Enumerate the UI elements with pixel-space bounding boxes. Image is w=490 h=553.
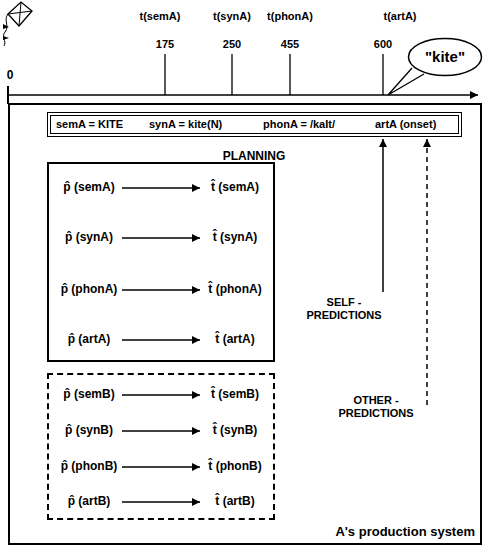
node-text: semA = KITE [56,118,151,131]
timeline-label: 0 [2,68,18,82]
node-text: t̂ (artB) [200,494,270,508]
timeline-label: 600 [358,38,408,51]
planning-box: semA = KITEsynA = kite(N) phonA = /kaIt/a… [47,112,462,137]
self-prediction-arrow [382,139,384,292]
prediction-term: t̂ (synA) [200,228,270,248]
prediction-arrow [122,289,200,291]
node-text: t̂ (synB) [200,423,270,437]
timeline-label: t(semA) [125,10,195,23]
node-text: p̂ (synB) [56,423,122,437]
timeline-tick [231,54,232,95]
prediction-term: t̂ (semB) [200,385,270,405]
node-text: PLANNING [199,149,309,163]
kite-spar [19,2,21,26]
bubble-outline [407,37,483,77]
speech-bubble: "kite" [407,37,483,77]
prediction-term: p̂ (artA) [56,330,122,350]
kite-illustration [3,2,32,46]
prediction-arrow [122,187,200,189]
timeline-tick [164,54,165,95]
node-text: p̂ (phonB) [56,459,122,473]
node-text: artA (onset) [375,118,460,131]
kite-tail [4,14,8,46]
node-text: A's production system [300,524,475,540]
timeline-label: t(artA) [365,10,435,23]
timeline-axis [8,94,478,96]
prediction-term: t̂ (phonA) [200,280,270,300]
prediction-term: p̂ (synA) [56,228,122,248]
timeline-origin [7,86,9,104]
self-prediction-box: p̂ (semA) t̂ (semA) p̂ (synA) t̂ (synA) p̂ (… [47,162,275,362]
node-text: t̂ (phonB) [200,459,270,473]
prediction-term: p̂ (artB) [56,492,122,512]
prediction-arrow [122,339,200,341]
node-text: t̂ (synA) [200,230,270,244]
bubble-tail [388,68,424,95]
prediction-term: t̂ (artB) [200,492,270,512]
node-text: t̂ (semA) [200,180,270,194]
node-text: p̂ (artA) [56,332,122,346]
node-text: p̂ (phonA) [56,282,122,296]
timeline-tick [382,54,383,95]
callout-label: SELF - PREDICTIONS [298,296,390,322]
prediction-term: p̂ (phonA) [56,280,122,300]
callout-label: OTHER - PREDICTIONS [326,394,426,420]
timeline-label: t(synA) [197,10,267,23]
prediction-arrow [122,430,200,432]
node-text: t̂ (artA) [200,332,270,346]
timeline-label: t(phonA) [250,10,330,23]
prediction-arrow [122,394,200,396]
prediction-term: t̂ (semA) [200,178,270,198]
prediction-term: p̂ (synB) [56,421,122,441]
prediction-arrow [122,466,200,468]
node-text: p̂ (artB) [56,494,122,508]
kite-bows [3,24,9,40]
prediction-term: p̂ (phonB) [56,457,122,477]
node-text: t̂ (semB) [200,387,270,401]
timeline-label: 455 [265,38,315,51]
prediction-arrow [122,501,200,503]
kite-body [8,2,32,26]
prediction-term: p̂ (semA) [56,178,122,198]
node-text: synA = kite(N) [149,118,259,131]
other-prediction-arrow [426,139,428,405]
node-text: t̂ (phonA) [200,282,270,296]
node-text: p̂ (semA) [56,180,122,194]
node-text: "kite" [407,48,483,66]
node-text: p̂ (semB) [56,387,122,401]
node-text: p̂ (synA) [56,230,122,244]
kite-spar [8,11,32,14]
other-prediction-box: p̂ (semB) t̂ (semB) p̂ (synB) t̂ (synB) p̂ (… [47,373,275,520]
system-box: semA = KITEsynA = kite(N) phonA = /kaIt/a… [8,103,482,545]
timeline-tick [289,54,290,95]
prediction-term: t̂ (phonB) [200,457,270,477]
node-text: phonA = /kaIt/ [263,118,373,131]
timeline-label: 250 [207,38,257,51]
prediction-term: p̂ (semB) [56,385,122,405]
prediction-term: t̂ (artA) [200,330,270,350]
bubble-ellipse [409,39,482,76]
prediction-arrow [122,237,200,239]
prediction-term: t̂ (synB) [200,421,270,441]
timeline-label: 175 [140,38,190,51]
